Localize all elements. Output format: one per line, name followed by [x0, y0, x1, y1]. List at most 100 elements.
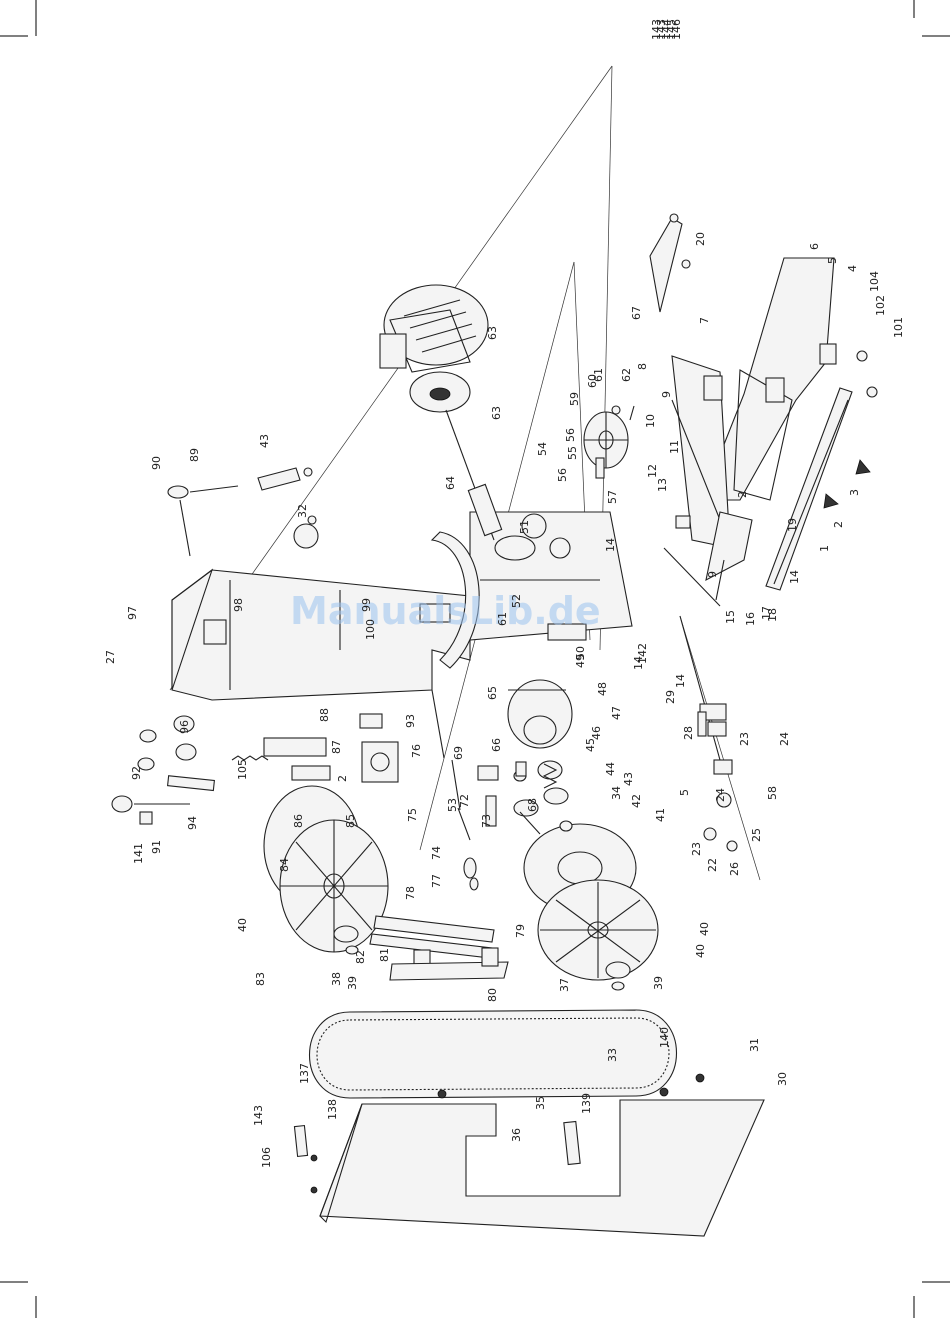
part-label: 37	[558, 978, 571, 992]
part-label: 3	[848, 489, 861, 496]
part-label: 46	[590, 726, 603, 740]
part-label: 82	[354, 950, 367, 964]
part-label: 61	[496, 612, 509, 626]
part-label: 6	[808, 243, 821, 250]
part-label: 57	[606, 490, 619, 504]
lower-wheel	[523, 823, 659, 991]
part-label: 96	[178, 720, 191, 734]
part-label: 32	[296, 504, 309, 518]
part-label: 40	[694, 944, 707, 958]
part-label: 23	[690, 842, 703, 856]
part-label: 104	[868, 271, 881, 292]
part-label: 34	[610, 786, 623, 800]
part-label: 41	[654, 808, 667, 822]
part-label: 43	[622, 772, 635, 786]
part-label: 23	[738, 732, 751, 746]
part-label: 143	[650, 19, 663, 40]
part-label: 43	[258, 434, 271, 448]
part-label: 50	[574, 646, 587, 660]
part-label: 85	[344, 814, 357, 828]
part-label: 79	[514, 924, 527, 938]
motor	[379, 284, 489, 413]
part-label: 9	[660, 391, 673, 398]
work-table	[671, 257, 878, 591]
part-label: 14	[604, 538, 617, 552]
part-label: 39	[346, 976, 359, 990]
part-label: 17	[760, 606, 773, 620]
part-label: 8	[636, 363, 649, 370]
part-label: 92	[130, 766, 143, 780]
part-label: 146	[670, 19, 683, 40]
main-frame	[171, 511, 633, 701]
part-label: 91	[150, 840, 163, 854]
part-label: 24	[714, 788, 727, 802]
part-label: 2	[336, 775, 349, 782]
part-label: 144	[660, 19, 673, 40]
part-label: 87	[330, 740, 343, 754]
part-label: 74	[430, 846, 443, 860]
part-label: 97	[126, 606, 139, 620]
part-label: 56	[556, 468, 569, 482]
fence	[649, 213, 753, 607]
part-label: 58	[766, 786, 779, 800]
part-label: 64	[444, 476, 457, 490]
part-label: 83	[254, 972, 267, 986]
part-label: 13	[656, 478, 669, 492]
part-label: 143	[252, 1105, 265, 1126]
part-label: 18	[766, 608, 779, 622]
part-label: 9	[706, 571, 719, 578]
part-label: 63	[486, 326, 499, 340]
part-label: 1	[818, 545, 831, 552]
part-label: 81	[378, 948, 391, 962]
part-label: 40	[698, 922, 711, 936]
lower-guide-plates	[369, 915, 509, 981]
part-label: 88	[318, 708, 331, 722]
part-label: 49	[574, 654, 587, 668]
part-label: 22	[706, 858, 719, 872]
part-label: 55	[566, 446, 579, 460]
part-label: 51	[518, 520, 531, 534]
part-label: 140	[658, 1027, 671, 1048]
part-label: 20	[694, 232, 707, 246]
part-label: 90	[150, 456, 163, 470]
part-label: 143	[655, 19, 668, 40]
part-label: 62	[620, 368, 633, 382]
part-label: 44	[604, 762, 617, 776]
wheel-guard	[419, 531, 480, 669]
part-label: 101	[892, 317, 905, 338]
part-label: 78	[404, 886, 417, 900]
part-label: 61	[592, 368, 605, 382]
part-label: 77	[430, 874, 443, 888]
part-label: 2	[736, 491, 749, 498]
part-label: 19	[786, 518, 799, 532]
part-label: 39	[652, 976, 665, 990]
lower-cover	[293, 1073, 765, 1237]
part-label: 14	[632, 656, 645, 670]
upper-wheel	[263, 785, 389, 955]
part-label: 26	[728, 862, 741, 876]
part-label: 24	[778, 732, 791, 746]
part-label: 29	[664, 690, 677, 704]
part-label: 76	[410, 744, 423, 758]
part-label: 15	[724, 610, 737, 624]
part-label: 54	[536, 442, 549, 456]
part-label: 59	[568, 392, 581, 406]
part-label: 138	[326, 1099, 339, 1120]
part-label: 99	[360, 598, 373, 612]
part-label: 80	[486, 988, 499, 1002]
part-label: 86	[292, 814, 305, 828]
part-label: 38	[330, 972, 343, 986]
part-label: 67	[630, 306, 643, 320]
part-label: 137	[298, 1063, 311, 1084]
part-label: 53	[446, 798, 459, 812]
part-label: 65	[486, 686, 499, 700]
part-label: 52	[510, 594, 523, 608]
part-label: 139	[580, 1093, 593, 1114]
part-label: 89	[188, 448, 201, 462]
part-label: 142	[636, 643, 649, 664]
part-label: 40	[236, 918, 249, 932]
part-label: 84	[278, 858, 291, 872]
part-label: 100	[364, 619, 377, 640]
part-label: 72	[458, 794, 471, 808]
